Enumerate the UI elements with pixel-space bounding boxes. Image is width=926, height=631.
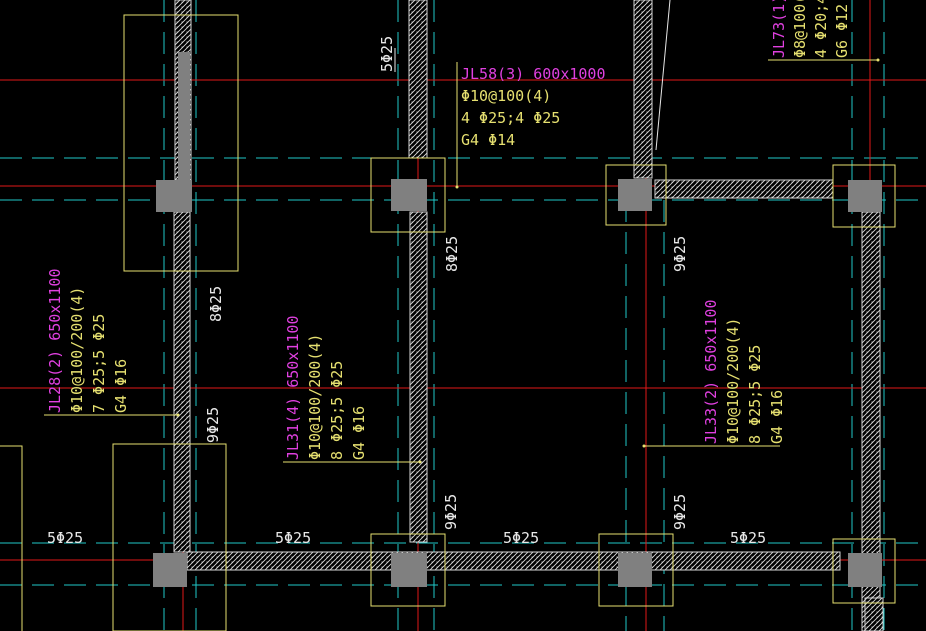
rebar-mark: 9Φ25 <box>671 236 689 272</box>
jl31-annotation: JL31(4) 650x1100 Φ10@100/200(4) 8 Φ25;5 … <box>284 316 368 461</box>
jl58-main: 4 Φ25;4 Φ25 <box>461 109 560 127</box>
jl28-side: G4 Φ16 <box>112 359 130 413</box>
jl28-annotation: JL28(2) 650x1100 Φ10@100/200(4) 7 Φ25;5 … <box>46 269 130 414</box>
jl33-annotation: JL33(2) 650x1100 Φ10@100/200(4) 8 Φ25;5 … <box>702 300 786 445</box>
jl33-side: G4 Φ16 <box>768 390 786 444</box>
jl33-name: JL33(2) 650x1100 <box>702 300 720 445</box>
jl73-name: JL73(1) <box>770 0 788 58</box>
leader-points <box>176 58 880 464</box>
rebar-mark: 8Φ25 <box>207 286 225 322</box>
pile-cap-outlines <box>0 14 896 631</box>
leader-lines <box>44 0 878 463</box>
jl33-main: 8 Φ25;5 Φ25 <box>746 345 764 444</box>
rebar-mark: 5Φ25 <box>730 529 766 547</box>
jl73-stirrup: Φ8@100(4) <box>791 0 809 58</box>
jl73-annotation: JL73(1) Φ8@100(4) 4 Φ20;4 Φ G6 Φ12 <box>770 0 851 58</box>
jl28-stirrup: Φ10@100/200(4) <box>68 287 86 413</box>
jl31-main: 8 Φ25;5 Φ25 <box>328 361 346 460</box>
rebar-mark: 5Φ25 <box>378 36 396 72</box>
jl73-main: 4 Φ20;4 Φ <box>812 0 830 58</box>
jl58-name: JL58(3) 600x1000 <box>461 65 606 83</box>
rebar-mark: 5Φ25 <box>275 529 311 547</box>
rebar-mark: 5Φ25 <box>503 529 539 547</box>
columns <box>153 52 882 587</box>
rebar-marks: 5Φ25 8Φ25 9Φ25 8Φ25 9Φ25 9Φ25 9Φ25 5Φ25 … <box>47 36 766 547</box>
jl58-side: G4 Φ14 <box>461 131 515 149</box>
rebar-mark: 5Φ25 <box>47 529 83 547</box>
rebar-mark: 9Φ25 <box>671 494 689 530</box>
rebar-mark: 8Φ25 <box>443 236 461 272</box>
jl28-name: JL28(2) 650x1100 <box>46 269 64 414</box>
jl33-stirrup: Φ10@100/200(4) <box>724 318 742 444</box>
jl31-name: JL31(4) 650x1100 <box>284 316 302 461</box>
jl58-stirrup: Φ10@100(4) <box>461 87 551 105</box>
rebar-mark: 9Φ25 <box>204 407 222 443</box>
jl58-annotation: JL58(3) 600x1000 Φ10@100(4) 4 Φ25;4 Φ25 … <box>461 65 606 149</box>
jl31-side: G4 Φ16 <box>350 406 368 460</box>
jl31-stirrup: Φ10@100/200(4) <box>306 334 324 460</box>
rebar-mark: 9Φ25 <box>442 494 460 530</box>
jl73-side: G6 Φ12 <box>833 4 851 58</box>
jl28-main: 7 Φ25;5 Φ25 <box>90 314 108 413</box>
